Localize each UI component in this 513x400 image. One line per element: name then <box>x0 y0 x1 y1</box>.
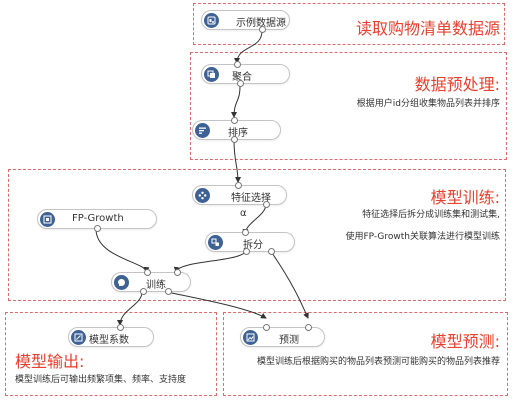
node-sort[interactable]: 排序 <box>192 117 281 143</box>
output-port[interactable] <box>94 225 101 232</box>
region-training <box>8 169 506 301</box>
database-icon <box>204 13 219 28</box>
node-aggregate[interactable]: 聚合 <box>201 61 290 87</box>
edge-train-to-predict <box>166 291 267 319</box>
node-aggregate-label: 聚合 <box>232 72 252 83</box>
output-port[interactable] <box>231 136 238 143</box>
output-port-test[interactable] <box>268 248 275 255</box>
edge-sort-to-feature-select <box>233 139 241 183</box>
input-port[interactable] <box>117 324 124 331</box>
edge-label-alpha: α <box>240 208 247 219</box>
aggregate-icon <box>204 67 219 82</box>
input-port[interactable] <box>235 182 242 189</box>
node-predict-label: 预测 <box>279 335 299 346</box>
region-output <box>5 312 217 396</box>
output-port[interactable] <box>237 80 244 87</box>
output-port-model[interactable] <box>165 288 172 295</box>
edge-split-to-predict <box>269 249 309 319</box>
node-feature-select[interactable]: 特征选择 <box>192 182 287 208</box>
output-port[interactable] <box>259 26 266 33</box>
region-predict <box>223 312 508 396</box>
region-read-source <box>193 3 505 45</box>
sort-icon <box>195 123 210 138</box>
region-preprocess-title: 数据预处理: <box>414 75 500 94</box>
region-preprocess <box>190 52 507 160</box>
split-icon <box>208 235 223 250</box>
input-port-data[interactable] <box>305 324 312 331</box>
region-predict-title: 模型预测: <box>430 332 500 351</box>
region-read-source-title: 读取购物清单数据源 <box>355 19 500 38</box>
region-output-title: 模型输出: <box>15 352 85 371</box>
region-predict-desc: 模型训练后根据购买的物品列表预测可能购买的物品列表推荐 <box>256 357 500 367</box>
train-icon <box>114 275 129 290</box>
edge-aggregate-to-sort <box>231 85 241 118</box>
fpgrowth-icon <box>40 212 55 227</box>
edge-source-to-aggregate <box>234 30 263 64</box>
model-coef-icon <box>71 330 86 345</box>
node-model-coef-label: 模型系数 <box>89 335 129 346</box>
region-output-desc: 模型训练后可输出频繁项集、频率、支持度 <box>15 375 187 385</box>
node-train-label: 训练 <box>146 280 166 291</box>
edge-fpgrowth-to-train <box>95 228 150 273</box>
predict-icon <box>243 330 258 345</box>
node-split-label: 拆分 <box>243 240 263 251</box>
node-sort-label: 排序 <box>228 128 248 139</box>
region-training-desc-2: 使用FP-Growth关联算法进行模型训练 <box>345 232 500 242</box>
input-port[interactable] <box>234 61 241 68</box>
output-port-coef[interactable] <box>140 288 147 295</box>
node-data-source-label: 示例数据源 <box>236 18 286 29</box>
feature-select-icon <box>195 188 210 203</box>
input-port-model[interactable] <box>263 324 270 331</box>
node-train[interactable]: 训练 <box>111 269 191 295</box>
region-training-desc-1: 特征选择后拆分成训练集和测试集, <box>362 210 500 220</box>
node-feature-select-label: 特征选择 <box>231 193 271 204</box>
input-port-model[interactable] <box>144 269 151 276</box>
output-port-train[interactable] <box>243 248 250 255</box>
node-fpgrowth-label: FP-Growth <box>72 213 124 224</box>
input-port-data[interactable] <box>174 269 181 276</box>
node-model-coef[interactable]: 模型系数 <box>68 324 154 347</box>
input-port[interactable] <box>242 229 249 236</box>
region-training-title: 模型训练: <box>430 188 500 207</box>
edge-train-to-model-coef <box>117 291 143 326</box>
node-fpgrowth[interactable]: FP-Growth <box>37 209 157 232</box>
output-port[interactable] <box>263 201 270 208</box>
region-preprocess-desc: 根据用户id分组收集物品列表并排序 <box>356 99 500 109</box>
input-port[interactable] <box>231 117 238 124</box>
node-data-source[interactable]: 示例数据源 <box>201 10 290 33</box>
edge-split-to-train <box>173 249 247 273</box>
node-predict[interactable]: 预测 <box>240 324 325 347</box>
node-split[interactable]: 拆分 <box>205 229 295 255</box>
